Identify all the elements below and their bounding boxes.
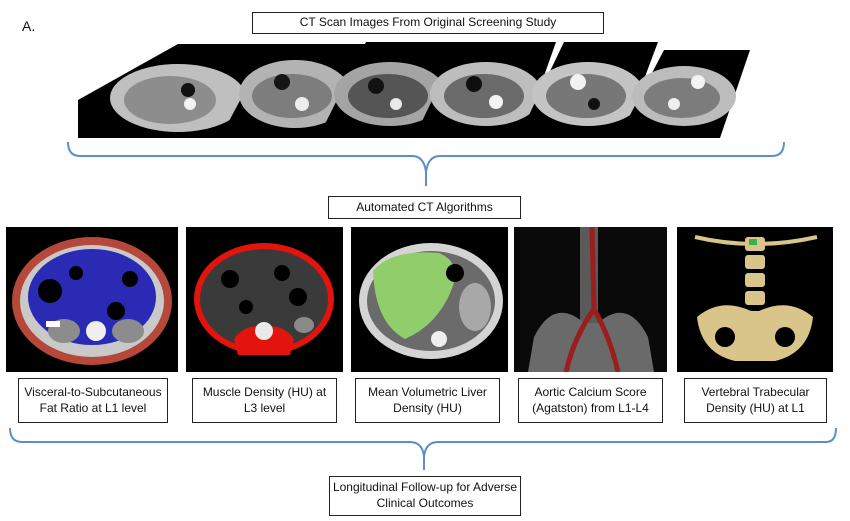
ct-slice-5 (518, 42, 658, 138)
ct-slice-1 (78, 44, 278, 138)
caption-fat-ratio-text: Visceral-to-Subcutaneous Fat Ratio at L1… (24, 384, 162, 415)
caption-vertebral-density-text: Vertebral Trabecular Density (HU) at L1 (701, 384, 810, 415)
caption-muscle-density: Muscle Density (HU) at L3 level (192, 378, 337, 423)
algorithms-text: Automated CT Algorithms (356, 199, 493, 214)
followup-box: Longitudinal Follow-up for Adverse Clini… (329, 476, 521, 516)
muscle-segmentation-image (186, 227, 343, 372)
brace-bottom (9, 427, 837, 470)
caption-liver-density-text: Mean Volumetric Liver Density (HU) (368, 384, 487, 415)
title-text: CT Scan Images From Original Screening S… (299, 15, 557, 30)
liver-segmentation-image (351, 227, 508, 372)
caption-muscle-density-text: Muscle Density (HU) at L3 level (202, 384, 327, 415)
algorithms-box: Automated CT Algorithms (328, 196, 521, 219)
followup-text: Longitudinal Follow-up for Adverse Clini… (332, 480, 518, 510)
fat-segmentation-image (6, 227, 178, 372)
panel-label: A. (22, 18, 36, 34)
ct-slice-6 (618, 50, 750, 138)
spine-3d-image (677, 227, 833, 372)
caption-vertebral-density: Vertebral Trabecular Density (HU) at L1 (684, 378, 827, 423)
title-box: CT Scan Images From Original Screening S… (252, 12, 604, 34)
caption-aortic-calcium: Aortic Calcium Score (Agatston) from L1-… (518, 378, 663, 423)
aortic-calcium-image (514, 227, 667, 372)
ct-slice-4 (414, 42, 556, 138)
ct-slice-strip (78, 42, 750, 138)
caption-aortic-calcium-text: Aortic Calcium Score (Agatston) from L1-… (532, 384, 649, 415)
brace-top (67, 141, 785, 186)
caption-liver-density: Mean Volumetric Liver Density (HU) (355, 378, 500, 423)
caption-fat-ratio: Visceral-to-Subcutaneous Fat Ratio at L1… (18, 378, 168, 423)
